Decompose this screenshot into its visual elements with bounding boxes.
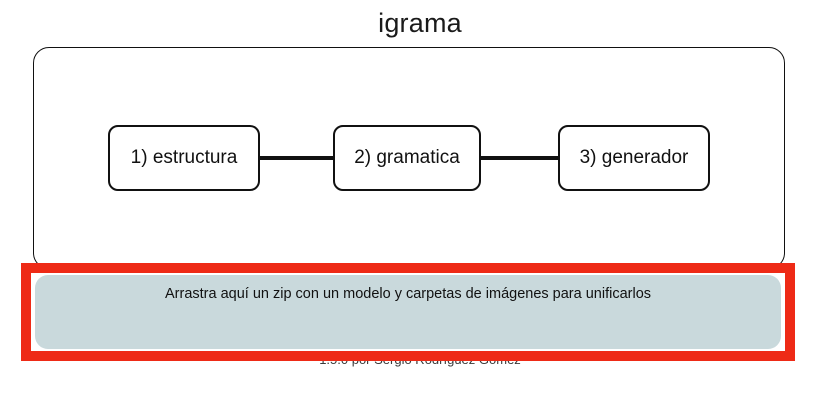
pipeline-node-estructura[interactable]: 1) estructura	[108, 125, 260, 191]
file-dropzone-label: Arrastra aquí un zip con un modelo y car…	[164, 286, 652, 302]
connector-gramatica-generador	[479, 156, 560, 160]
pipeline-node-label: 1) estructura	[130, 147, 238, 168]
file-dropzone[interactable]: Arrastra aquí un zip con un modelo y car…	[35, 275, 781, 349]
footer-credit: 1.5.0 por Sergio Rodríguez Gómez	[319, 352, 521, 367]
pipeline-node-gramatica[interactable]: 2) gramatica	[333, 125, 481, 191]
pipeline-node-generador[interactable]: 3) generador	[558, 125, 710, 191]
page-title: igrama	[378, 8, 462, 38]
connector-estructura-gramatica	[258, 156, 335, 160]
pipeline-node-label: 2) gramatica	[354, 147, 460, 168]
pipeline-node-label: 3) generador	[579, 147, 689, 168]
